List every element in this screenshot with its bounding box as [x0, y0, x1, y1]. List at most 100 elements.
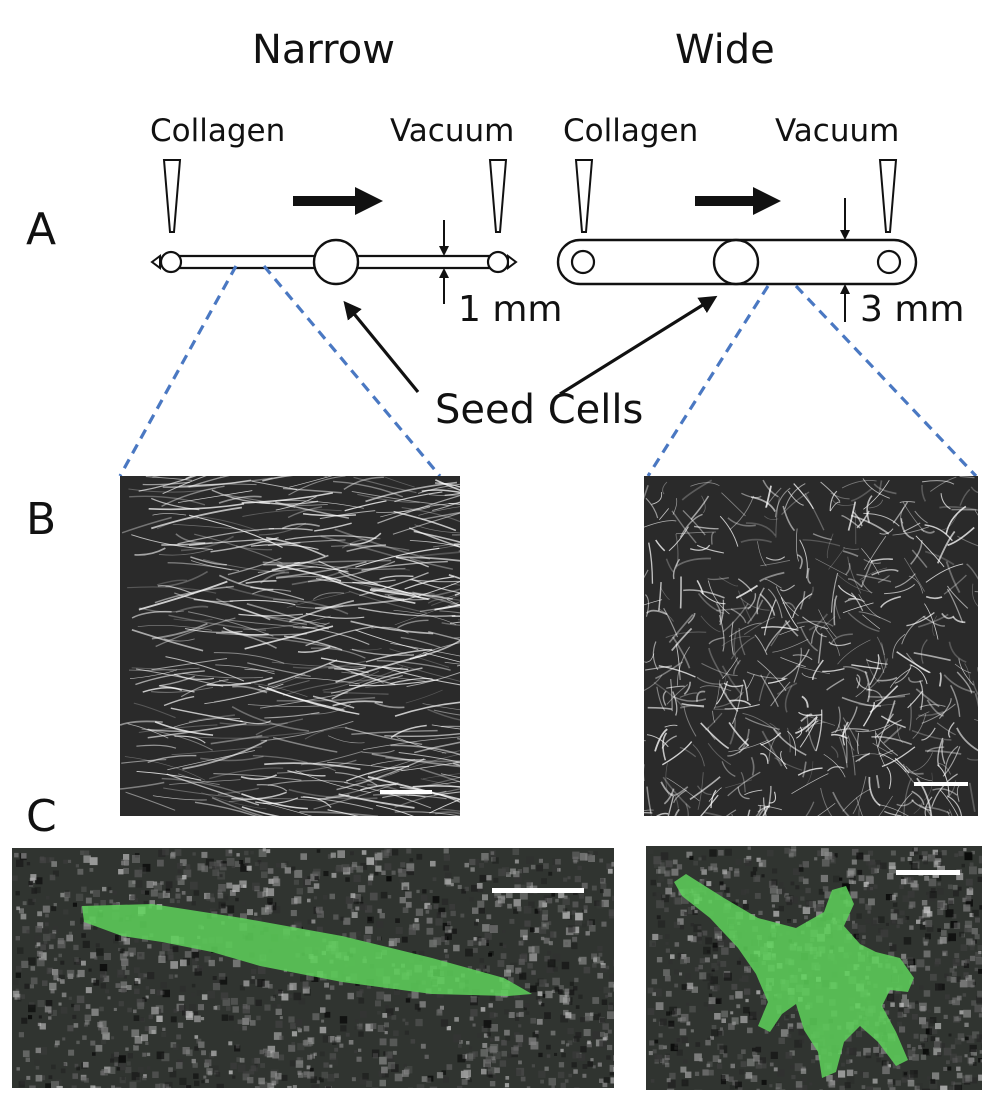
collagen-fiber: [648, 542, 654, 584]
collagen-fiber: [692, 744, 705, 767]
collagen-fiber: [915, 688, 940, 708]
noise-pixel: [866, 876, 874, 884]
collagen-fiber: [874, 693, 911, 702]
noise-pixel: [123, 975, 127, 979]
collagen-fiber: [805, 761, 814, 787]
collagen-fiber: [914, 510, 928, 524]
collagen-fiber: [264, 712, 320, 719]
collagen-fiber: [852, 776, 867, 815]
noise-pixel: [527, 963, 533, 969]
noise-pixel: [792, 919, 797, 923]
noise-pixel: [416, 1084, 425, 1088]
noise-pixel: [489, 1012, 496, 1019]
noise-pixel: [583, 905, 588, 910]
collagen-fiber: [177, 527, 275, 545]
noise-pixel: [583, 1016, 590, 1023]
noise-pixel: [255, 999, 262, 1006]
noise-pixel: [290, 910, 297, 917]
noise-pixel: [167, 948, 174, 955]
collagen-fiber: [665, 763, 670, 797]
noise-pixel: [303, 1071, 310, 1078]
noise-pixel: [972, 1031, 980, 1039]
noise-pixel: [226, 1006, 231, 1011]
noise-pixel: [847, 1084, 851, 1088]
column-title-narrow: Narrow: [252, 27, 395, 73]
noise-pixel: [366, 1080, 373, 1087]
noise-pixel: [433, 903, 439, 909]
noise-pixel: [774, 908, 779, 913]
noise-pixel: [148, 1026, 157, 1034]
noise-pixel: [665, 990, 672, 997]
noise-pixel: [922, 921, 927, 925]
noise-pixel: [494, 1036, 500, 1042]
noise-pixel: [722, 939, 729, 946]
noise-pixel: [34, 935, 42, 943]
noise-pixel: [786, 896, 793, 903]
noise-pixel: [937, 939, 943, 945]
noise-pixel: [587, 920, 593, 927]
collagen-fiber: [871, 735, 913, 746]
noise-pixel: [730, 1063, 735, 1069]
noise-pixel: [981, 1039, 982, 1043]
collagen-fiber: [675, 531, 716, 535]
noise-pixel: [274, 989, 279, 994]
collagen-fiber: [767, 678, 786, 684]
collagen-fiber: [795, 715, 818, 735]
noise-pixel: [791, 1075, 796, 1080]
noise-pixel: [930, 1036, 936, 1042]
noise-pixel: [367, 917, 372, 922]
collagen-fiber: [708, 647, 725, 679]
noise-pixel: [297, 1043, 305, 1051]
noise-pixel: [212, 976, 217, 980]
collagen-fiber: [664, 724, 678, 728]
noise-pixel: [977, 876, 982, 882]
noise-pixel: [156, 1051, 165, 1060]
noise-pixel: [211, 1065, 219, 1073]
noise-pixel: [332, 1040, 337, 1045]
noise-pixel: [978, 855, 982, 864]
noise-pixel: [442, 922, 451, 931]
noise-pixel: [377, 1024, 385, 1032]
collagen-fiber: [201, 792, 267, 810]
noise-pixel: [523, 867, 529, 873]
noise-pixel: [68, 931, 73, 935]
noise-pixel: [295, 1060, 304, 1068]
noise-pixel: [828, 1081, 836, 1088]
noise-pixel: [720, 961, 727, 967]
collagen-fiber: [376, 659, 451, 671]
noise-pixel: [420, 1043, 426, 1049]
noise-pixel: [507, 1053, 513, 1059]
collagen-fiber: [945, 505, 967, 535]
collagen-fiber: [181, 535, 234, 552]
noise-pixel: [254, 1086, 260, 1088]
noise-pixel: [586, 1042, 592, 1048]
noise-pixel: [469, 1016, 474, 1021]
noise-pixel: [113, 938, 118, 944]
noise-pixel: [726, 893, 731, 897]
collagen-fiber: [668, 613, 694, 644]
collagen-fiber: [409, 557, 453, 570]
collagen-fiber: [421, 489, 460, 494]
collagen-fiber: [666, 777, 700, 802]
collagen-fiber: [275, 575, 327, 580]
noise-pixel: [785, 1015, 789, 1019]
noise-pixel: [945, 937, 951, 943]
noise-pixel: [168, 1067, 173, 1072]
noise-pixel: [695, 934, 702, 941]
noise-pixel: [296, 888, 303, 895]
collagen-fiber: [806, 713, 817, 752]
noise-pixel: [850, 891, 858, 899]
collagen-fiber: [142, 687, 183, 693]
noise-pixel: [457, 1085, 463, 1088]
collagen-fiber: [241, 793, 308, 810]
noise-pixel: [656, 900, 665, 909]
noise-pixel: [450, 910, 456, 917]
noise-pixel: [794, 1063, 803, 1072]
noise-pixel: [483, 965, 490, 973]
noise-pixel: [453, 876, 460, 883]
noise-pixel: [100, 977, 105, 982]
panel-label-b: B: [26, 494, 57, 545]
noise-pixel: [158, 892, 164, 899]
noise-pixel: [674, 1038, 683, 1046]
noise-pixel: [164, 1081, 173, 1088]
